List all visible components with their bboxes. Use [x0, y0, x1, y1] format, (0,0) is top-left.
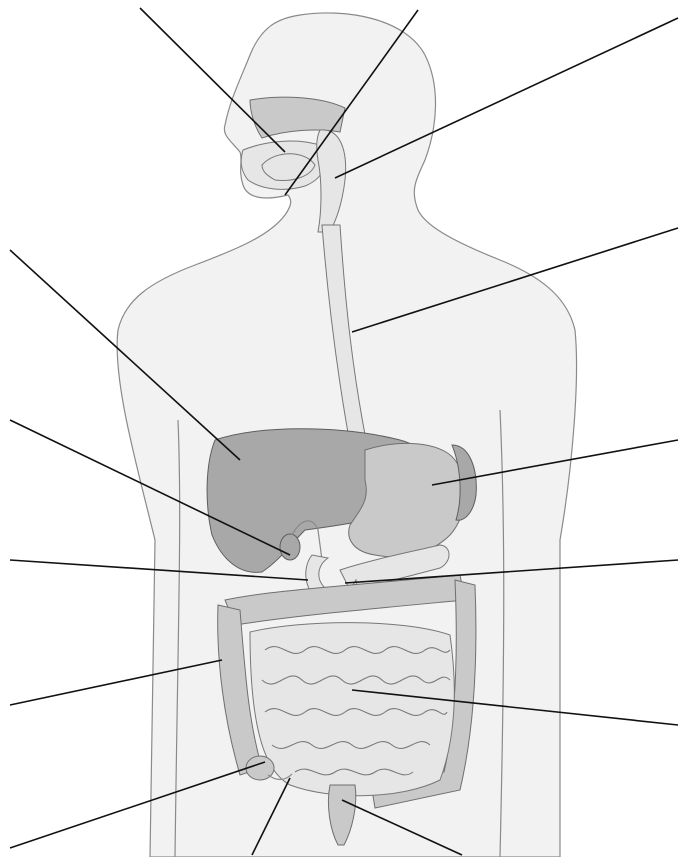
gallbladder-shape [280, 534, 300, 560]
small-intestine [250, 623, 454, 796]
